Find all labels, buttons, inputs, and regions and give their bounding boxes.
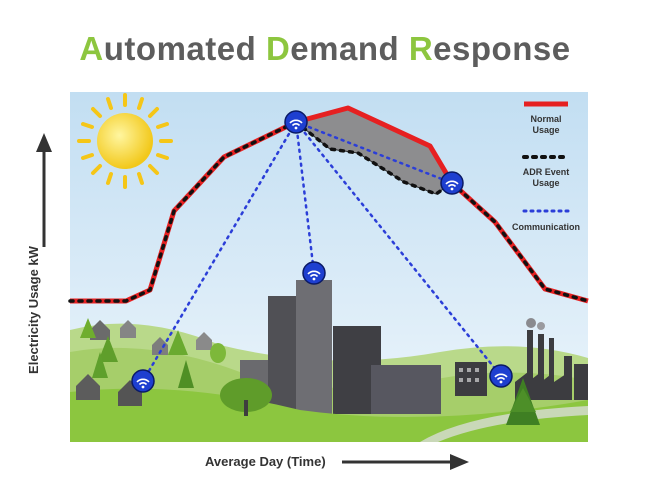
wifi-node-icon bbox=[131, 110, 513, 393]
city-buildings bbox=[240, 280, 441, 414]
x-axis-arrow bbox=[342, 454, 469, 470]
legend-comm-label: Communication bbox=[511, 222, 580, 232]
adr-usage-curve-shared-right bbox=[450, 181, 590, 303]
factory-windows bbox=[459, 368, 479, 382]
page-title: Automated Demand Response bbox=[79, 30, 571, 67]
road bbox=[420, 406, 588, 442]
adr-usage-curve bbox=[294, 120, 454, 196]
communication-lines bbox=[141, 120, 503, 383]
y-axis-arrow bbox=[36, 133, 52, 247]
sun-icon bbox=[77, 93, 173, 189]
y-axis-label: Electricity Usage kW bbox=[26, 246, 41, 374]
tree-icon bbox=[80, 318, 540, 425]
factory-icon bbox=[455, 318, 588, 400]
x-axis-label: Average Day (Time) bbox=[205, 454, 326, 469]
adr-usage-curve-shared-left bbox=[68, 120, 298, 303]
